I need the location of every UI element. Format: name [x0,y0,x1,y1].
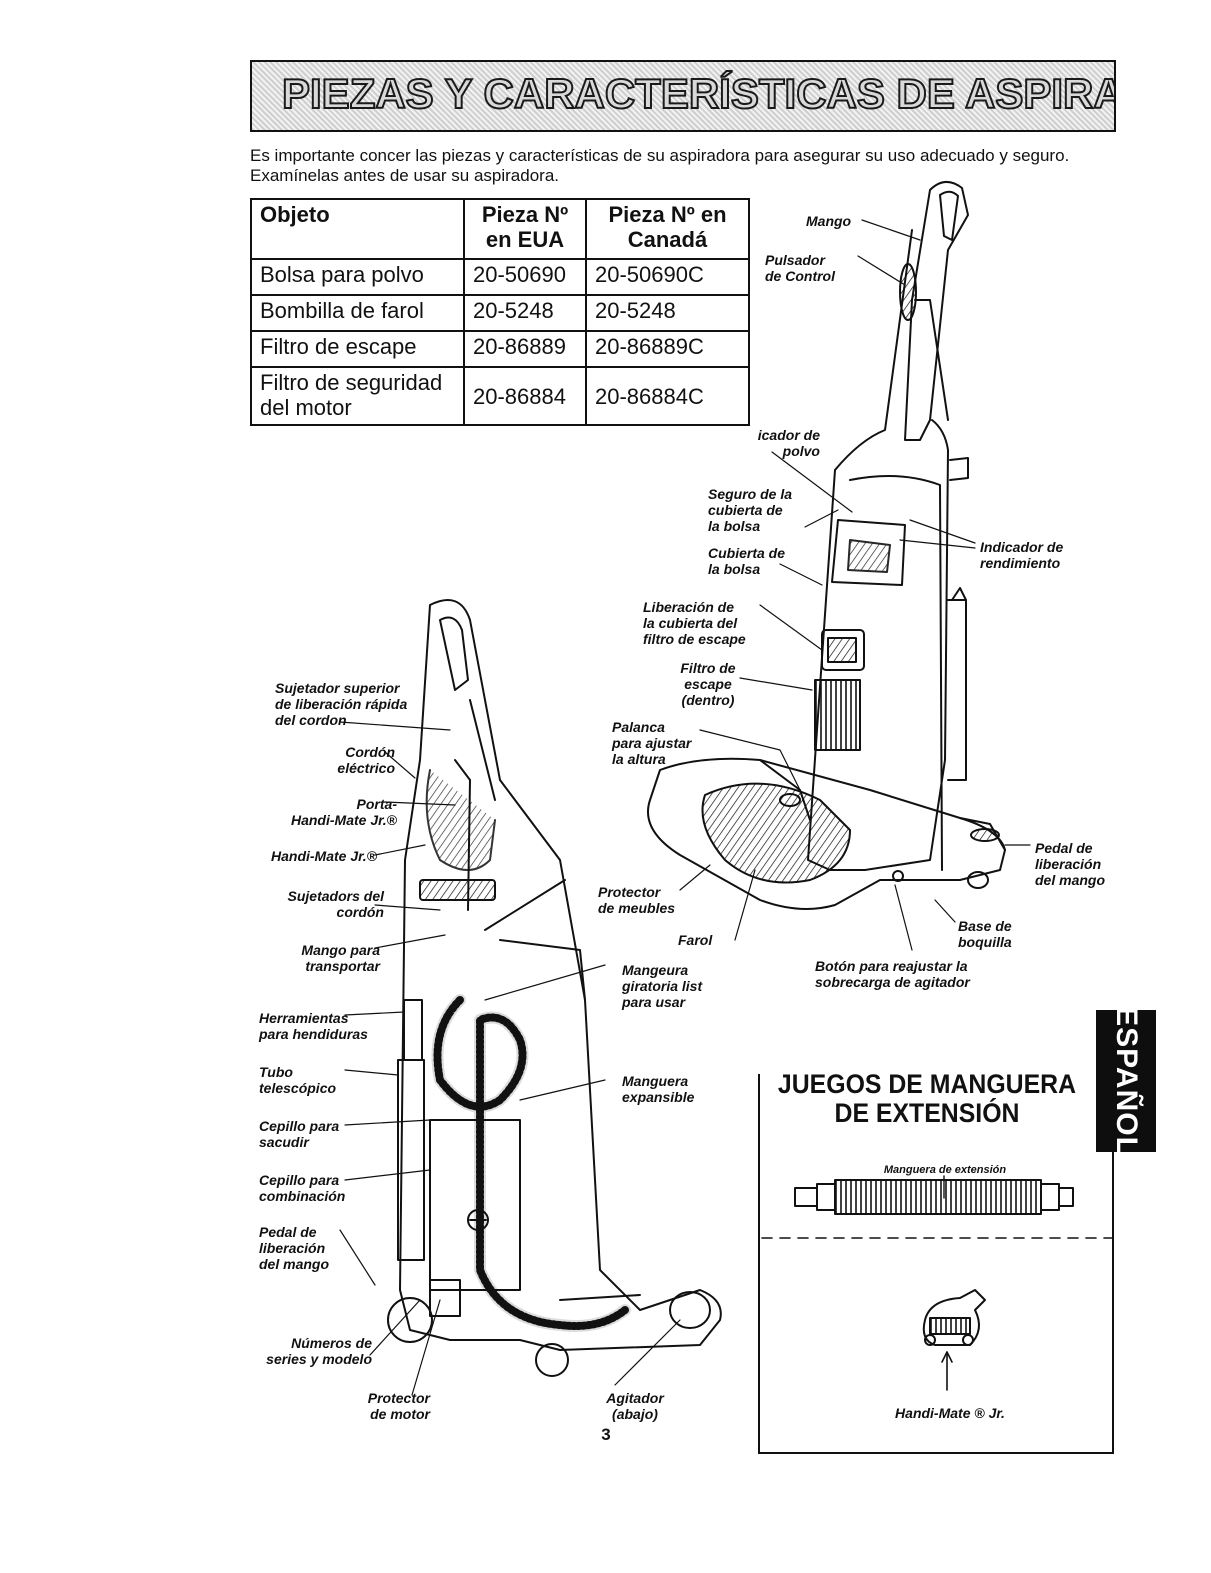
label-sujetador-superior: Sujetador superior de liberación rápida … [275,680,408,728]
table-cell: 20-86884 [463,366,587,426]
page-number: 3 [601,1425,611,1444]
label-cordon-electrico: Cordón eléctrico [337,744,395,776]
label-filtro-escape: Filtro de escape (dentro) [680,660,736,708]
table-cell: 20-5248 [463,294,587,332]
language-tab [1096,1010,1156,1152]
table-cell: 20-86884C [585,366,750,426]
label-manguera-expansible: Manguera expansible [622,1073,695,1105]
table-row: Bombilla de farol 20-5248 20-5248 [250,294,750,332]
label-liberacion-filtro: Liberación de la cubierta del filtro de … [643,599,746,647]
label-numeros-serie: Números de series y modelo [266,1335,372,1367]
handimate-drawing [922,1289,986,1391]
label-mango: Mango [806,213,852,229]
table-cell: 20-50690C [585,258,750,296]
label-indicador-rendimiento: Indicador de rendimiento [980,539,1064,571]
label-protector-muebles: Protector de meubles [598,884,676,916]
label-indicador-polvo: icador de polvo [757,427,820,459]
label-pulsador: Pulsador de Control [765,252,835,284]
label-handimate: Handi-Mate Jr.® [271,848,378,864]
table-row: Filtro de escape 20-86889 20-86889C [250,330,750,368]
label-cepillo-sacudir: Cepillo para sacudir [259,1118,340,1150]
table-cell: Filtro de escape [250,330,465,368]
label-handimate-jr: Handi-Mate ® Jr. [895,1405,1005,1421]
extension-kit-box [758,1074,1114,1454]
label-cubierta-bolsa: Cubierta de la bolsa [708,545,786,577]
title-banner: PIEZAS Y CARACTERÍSTICAS DE ASPIRADORA V… [250,60,1116,132]
extension-hose-drawing [794,1175,1074,1215]
table-cell: Filtro de seguridad del motor [250,366,465,426]
intro-line-1: Es importante concer las piezas y caract… [250,146,1070,165]
front-vacuum-drawing [647,181,1006,910]
side-vacuum-drawing [387,599,722,1377]
header-pieza-eua: Pieza Nº en EUA [463,198,587,260]
label-protector-motor: Protector de motor [367,1390,430,1422]
header-objeto: Objeto [250,198,465,260]
table-row: Bolsa para polvo 20-50690 20-50690C [250,258,750,296]
page-title: PIEZAS Y CARACTERÍSTICAS DE ASPIRADORA V… [281,69,1114,118]
table-cell: 20-50690 [463,258,587,296]
label-pedal-liberacion-right: Pedal de liberación del mango [1035,840,1106,888]
label-mango-transportar: Mango para transportar [301,942,380,974]
table-cell: Bolsa para polvo [250,258,465,296]
label-palanca: Palanca para ajustar la altura [612,719,692,767]
table-header-row: Objeto Pieza Nº en EUA Pieza Nº en Canad… [250,198,750,260]
label-agitador: Agitador (abajo) [606,1390,664,1422]
table-cell: 20-86889C [585,330,750,368]
label-farol: Farol [678,932,713,948]
label-tubo-telescopico: Tubo telescópico [259,1064,337,1096]
label-extension-hose: Manguera de extensión [883,1164,1007,1176]
extension-kit-title: JUEGOS DE MANGUERA DE EXTENSIÓN [777,1069,1077,1128]
table-cell: 20-86889 [463,330,587,368]
header-pieza-canada: Pieza Nº en Canadá [585,198,750,260]
table-cell: Bombilla de farol [250,294,465,332]
label-sujetadors-cordon: Sujetadors del cordón [287,888,384,920]
label-porta-handimate: Porta- Handi-Mate Jr.® [290,796,397,828]
parts-table: Objeto Pieza Nº en EUA Pieza Nº en Canad… [250,198,750,426]
label-mangeura-giratoria: Mangeura giratoria list para usar [622,962,703,1010]
leader-lines [339,219,1031,1396]
table-row: Filtro de seguridad del motor 20-86884 2… [250,366,750,426]
label-pedal-liberacion-left: Pedal de liberación del mango [259,1224,330,1272]
label-herramientas: Herramientas para hendiduras [259,1010,368,1042]
label-boton-reajustar: Botón para reajustar la sobrecarga de ag… [815,958,970,990]
label-base-boquilla: Base de boquilla [958,918,1012,950]
intro-line-2: Examínelas antes de usar su aspiradora. [250,166,560,185]
language-tab-label: ESPAÑOL [1110,1006,1143,1156]
table-cell: 20-5248 [585,294,750,332]
label-cepillo-combinacion: Cepillo para combinación [259,1172,346,1204]
label-seguro-cubierta: Seguro de la cubierta de la bolsa [708,486,793,534]
